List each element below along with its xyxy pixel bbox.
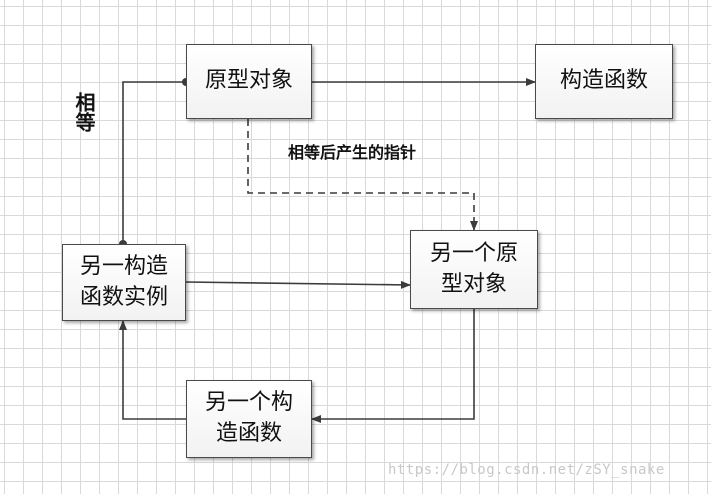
node-other-prototype-line-2: 型对象 xyxy=(440,271,507,297)
node-other-constructor: 另一个构 造函数 xyxy=(186,380,312,458)
label-equal: 相等 xyxy=(72,92,96,132)
edge-instance-equal-prototype xyxy=(122,81,186,244)
edge-other-constructor-instance xyxy=(119,320,195,423)
edge-dashed-pointer xyxy=(247,119,478,231)
node-other-instance: 另一构造 函数实例 xyxy=(62,244,186,321)
node-constructor: 构造函数 xyxy=(535,44,673,119)
label-pointer-after-equal: 相等后产生的指针 xyxy=(288,143,417,162)
node-other-constructor-line-1: 另一个构 xyxy=(204,390,293,416)
edge-other-prototype-to-other-constructor xyxy=(311,309,475,423)
node-other-instance-line-2: 函数实例 xyxy=(79,284,168,310)
node-prototype-object-text: 原型对象 xyxy=(204,68,293,94)
node-other-instance-line-1: 另一构造 xyxy=(79,253,168,279)
node-other-prototype: 另一个原 型对象 xyxy=(410,230,538,309)
edge-instance-to-other-prototype xyxy=(185,280,411,289)
node-other-prototype-line-1: 另一个原 xyxy=(429,240,518,266)
node-prototype-object: 原型对象 xyxy=(186,44,312,119)
node-constructor-text: 构造函数 xyxy=(559,68,648,94)
node-other-constructor-line-2: 造函数 xyxy=(215,421,282,446)
watermark: https://blog.csdn.net/zSY_snake xyxy=(388,462,665,478)
